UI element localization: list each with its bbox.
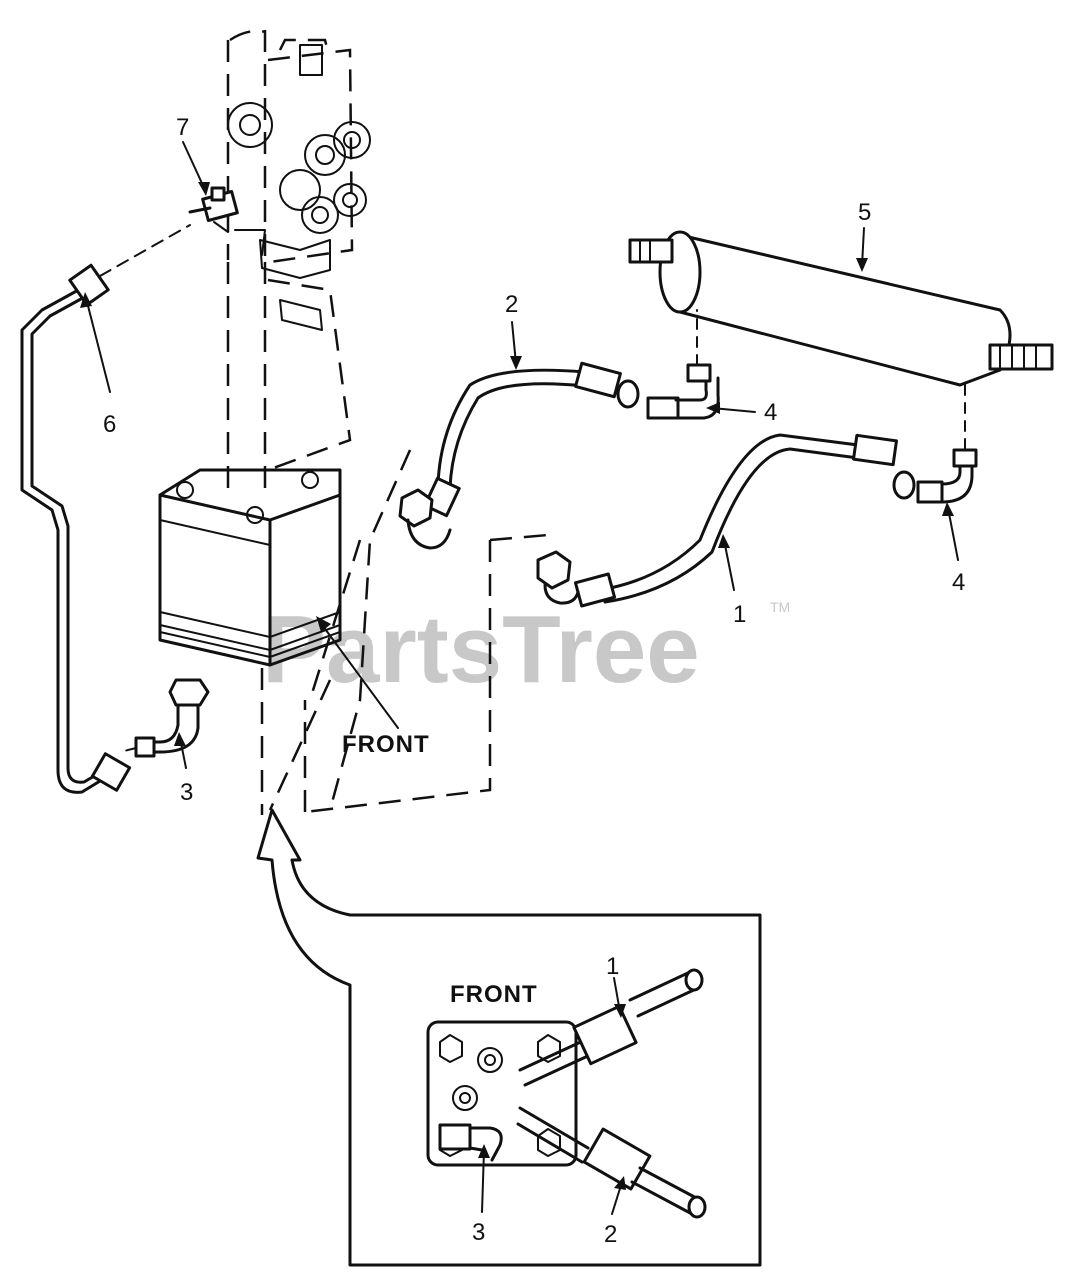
leader-lines xyxy=(80,141,959,1215)
front-label-main: FRONT xyxy=(342,731,430,758)
callout-numbers: 7 6 3 2 4 5 1 4 1 2 3 xyxy=(103,114,965,1248)
callout-5: 5 xyxy=(858,199,871,226)
control-valve-assembly xyxy=(226,29,371,279)
callout-1-inset: 1 xyxy=(606,953,619,980)
front-label-inset: FRONT xyxy=(450,981,538,1008)
callout-4-upper: 4 xyxy=(764,399,777,426)
front-labels: FRONT FRONT xyxy=(342,731,538,1008)
callout-3-main: 3 xyxy=(180,779,193,806)
inset-detail xyxy=(426,968,707,1219)
fitting-7 xyxy=(188,186,239,233)
inset-pointer-arrow xyxy=(256,808,762,1267)
callout-2-inset: 2 xyxy=(604,1221,617,1248)
callout-7: 7 xyxy=(176,114,189,141)
callout-1-main: 1 xyxy=(733,601,746,628)
callout-2-main: 2 xyxy=(505,291,518,318)
hose-1 xyxy=(536,433,916,608)
pump-reservoir xyxy=(158,468,362,815)
elbow-4-lower xyxy=(916,448,978,504)
routing-lines xyxy=(303,449,549,814)
column xyxy=(226,262,352,495)
callout-4-lower: 4 xyxy=(952,569,965,596)
elbow-3 xyxy=(119,678,210,758)
tube-6 xyxy=(20,224,191,794)
elbow-4-upper xyxy=(646,309,720,420)
watermark-trademark: TM xyxy=(770,599,790,615)
filter-5 xyxy=(628,230,1054,451)
callout-3-inset: 3 xyxy=(472,1219,485,1246)
callout-6: 6 xyxy=(103,411,116,438)
hose-2 xyxy=(398,361,640,550)
